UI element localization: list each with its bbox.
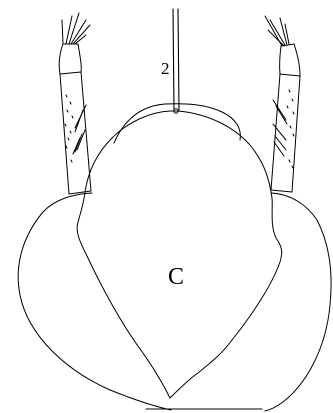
- left-appendage: [59, 13, 91, 194]
- left-appendage-basal-segment: [60, 72, 91, 194]
- panel-label: C: [168, 264, 184, 290]
- left-appendage-distal-segment: [59, 44, 81, 74]
- right-appendage-distal-segment: [280, 44, 300, 76]
- median-seta-right: [178, 9, 179, 110]
- median-seta-left: [173, 9, 174, 110]
- right-outer-lobe: [265, 193, 331, 411]
- right-appendage: [265, 16, 300, 192]
- seta-number-label: 2: [161, 59, 170, 78]
- right-appendage-basal-segment: [271, 74, 300, 192]
- left-outer-lobe: [18, 193, 171, 410]
- central-shield: [77, 111, 282, 398]
